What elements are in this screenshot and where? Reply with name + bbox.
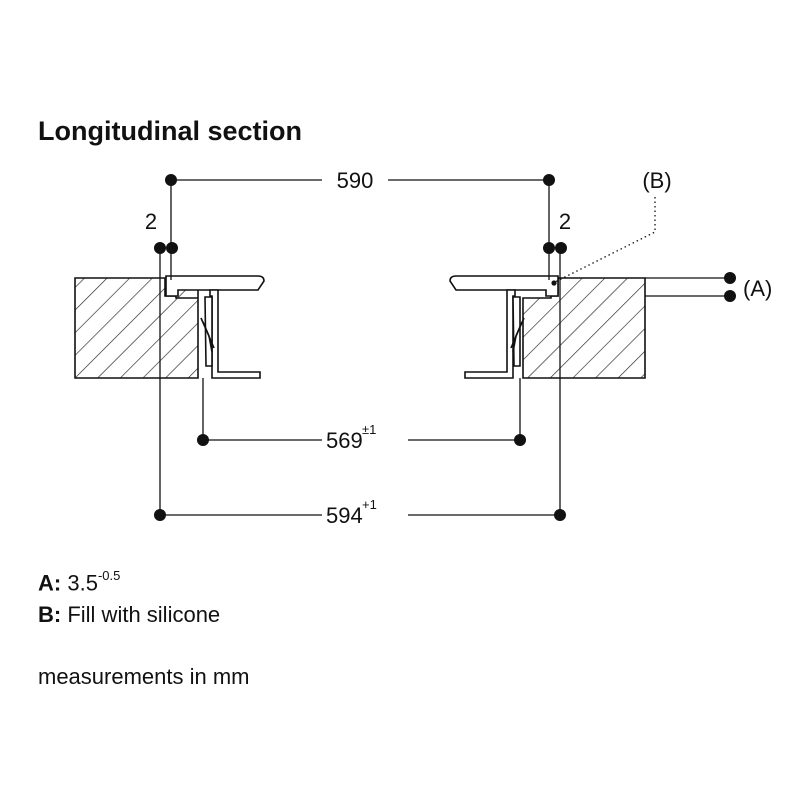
dim-594: 594 +1 bbox=[154, 497, 566, 528]
legend-b: B: Fill with silicone bbox=[38, 602, 221, 627]
dim-endpoint bbox=[555, 242, 567, 254]
dim-right-gap: 2 bbox=[543, 209, 571, 254]
left-hob-edge bbox=[165, 275, 265, 379]
legend-a: A: 3.5-0.5 bbox=[38, 568, 121, 596]
dim-right-gap-label: 2 bbox=[559, 209, 571, 234]
dim-endpoint bbox=[724, 290, 736, 302]
dim-endpoint bbox=[165, 174, 177, 186]
callout-b-label: (B) bbox=[642, 168, 671, 193]
legend-a-key: A bbox=[38, 570, 54, 596]
dim-endpoint bbox=[543, 174, 555, 186]
left-worktop bbox=[74, 277, 199, 379]
extension-lines bbox=[159, 180, 730, 515]
right-hob-edge bbox=[449, 275, 559, 379]
legend-b-value: Fill with silicone bbox=[67, 602, 221, 627]
dim-endpoint bbox=[554, 509, 566, 521]
dim-590-label: 590 bbox=[337, 168, 374, 193]
dim-endpoint bbox=[543, 242, 555, 254]
callout-a-label: (A) bbox=[743, 276, 772, 301]
page-title: Longitudinal section bbox=[38, 116, 302, 146]
dim-left-gap-label: 2 bbox=[145, 209, 157, 234]
dim-endpoint bbox=[724, 272, 736, 284]
dim-endpoint bbox=[154, 509, 166, 521]
legend-b-key: B bbox=[38, 602, 54, 627]
dim-594-label: 594 bbox=[326, 503, 363, 528]
silicone-point bbox=[551, 280, 557, 286]
callout-b: (B) bbox=[554, 168, 672, 283]
dim-569-tolerance: ±1 bbox=[362, 422, 376, 437]
dim-endpoint bbox=[154, 242, 166, 254]
dim-590: 590 bbox=[165, 168, 555, 193]
legend-a-tolerance: -0.5 bbox=[97, 568, 121, 583]
right-worktop bbox=[522, 277, 646, 379]
dim-569-label: 569 bbox=[326, 428, 363, 453]
dim-endpoint bbox=[514, 434, 526, 446]
dim-endpoint bbox=[166, 242, 178, 254]
dim-569: 569 ±1 bbox=[197, 422, 526, 453]
units-note: measurements in mm bbox=[38, 664, 250, 689]
dim-594-tolerance: +1 bbox=[362, 497, 377, 512]
callout-a: (A) bbox=[724, 272, 772, 302]
legend-a-value: 3.5 bbox=[67, 570, 98, 596]
dim-left-gap: 2 bbox=[145, 209, 178, 254]
dim-endpoint bbox=[197, 434, 209, 446]
